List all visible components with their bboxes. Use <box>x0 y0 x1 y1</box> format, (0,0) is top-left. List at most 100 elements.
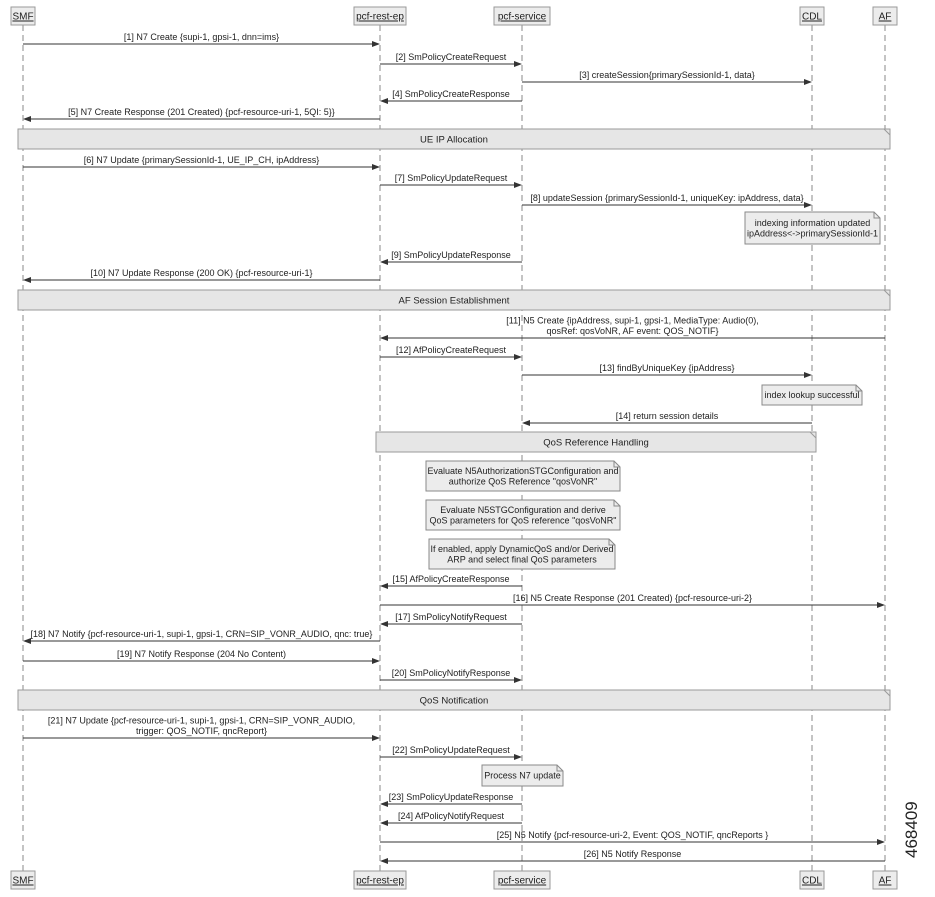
message-label: [19] N7 Notify Response (204 No Content) <box>117 649 286 659</box>
participant-label: AF <box>879 12 892 23</box>
message-14: [14] return session details <box>522 411 812 426</box>
participant-label: pcf-service <box>498 876 547 887</box>
participant-rest-bottom: pcf-rest-ep <box>353 870 407 890</box>
message-10: [10] N7 Update Response (200 OK) {pcf-re… <box>23 268 380 283</box>
message-label: [8] updateSession {primarySessionId-1, u… <box>530 193 803 203</box>
message-label: [3] createSession{primarySessionId-1, da… <box>579 70 755 80</box>
message-label: [9] SmPolicyUpdateResponse <box>391 250 511 260</box>
message-19: [19] N7 Notify Response (204 No Content) <box>23 649 380 664</box>
message-label: [1] N7 Create {supi-1, gpsi-1, dnn=ims} <box>124 32 279 42</box>
participant-label: pcf-rest-ep <box>356 12 404 23</box>
message-22: [22] SmPolicyUpdateRequest <box>380 745 522 760</box>
message-7: [7] SmPolicyUpdateRequest <box>380 173 522 188</box>
note: index lookup successful <box>761 384 863 406</box>
message-13: [13] findByUniqueKey {ipAddress} <box>522 363 812 378</box>
participant-label: CDL <box>802 876 822 887</box>
message-1: [1] N7 Create {supi-1, gpsi-1, dnn=ims} <box>23 32 380 47</box>
note-text: authorize QoS Reference "qosVoNR" <box>449 476 597 486</box>
section-divider: QoS Reference Handling <box>375 431 817 453</box>
message-9: [9] SmPolicyUpdateResponse <box>380 250 522 265</box>
message-label: [5] N7 Create Response (201 Created) {pc… <box>68 107 335 117</box>
message-18: [18] N7 Notify {pcf-resource-uri-1, supi… <box>23 629 380 644</box>
participant-af-top: AF <box>872 6 898 26</box>
section-divider: QoS Notification <box>17 689 891 711</box>
divider-label: UE IP Allocation <box>420 135 488 146</box>
participant-label: SMF <box>12 12 33 23</box>
participant-cdl-bottom: CDL <box>799 870 825 890</box>
message-label: [14] return session details <box>616 411 719 421</box>
note-text: If enabled, apply DynamicQoS and/or Deri… <box>430 544 613 554</box>
divider-label: QoS Notification <box>420 696 489 707</box>
note: indexing information updatedipAddress<->… <box>744 211 881 245</box>
note-text: Evaluate N5AuthorizationSTGConfiguration… <box>427 466 618 476</box>
note-text: Process N7 update <box>484 771 561 781</box>
message-label: [22] SmPolicyUpdateRequest <box>392 745 510 755</box>
message-label: [11] N5 Create {ipAddress, supi-1, gpsi-… <box>506 316 758 326</box>
message-label: [24] AfPolicyNotifyRequest <box>398 811 505 821</box>
note-text: indexing information updated <box>755 218 871 228</box>
participant-svc-top: pcf-service <box>493 6 551 26</box>
note: Evaluate N5AuthorizationSTGConfiguration… <box>425 460 621 492</box>
participant-label: SMF <box>12 876 33 887</box>
note: If enabled, apply DynamicQoS and/or Deri… <box>428 538 616 570</box>
message-6: [6] N7 Update {primarySessionId-1, UE_IP… <box>23 155 380 170</box>
participant-label: AF <box>879 876 892 887</box>
message-12: [12] AfPolicyCreateRequest <box>380 345 522 360</box>
divider-label: AF Session Establishment <box>399 296 510 307</box>
section-divider: UE IP Allocation <box>17 128 891 150</box>
message-label: [12] AfPolicyCreateRequest <box>396 345 507 355</box>
message-label: trigger: QOS_NOTIF, qncReport} <box>136 726 267 736</box>
message-25: [25] N5 Notify {pcf-resource-uri-2, Even… <box>380 830 885 845</box>
message-16: [16] N5 Create Response (201 Created) {p… <box>380 593 885 608</box>
note: Evaluate N5STGConfiguration and deriveQo… <box>425 499 621 531</box>
participant-label: pcf-service <box>498 12 547 23</box>
participant-smf-top: SMF <box>10 6 36 26</box>
message-label: qosRef: qosVoNR, AF event: QOS_NOTIF} <box>546 326 718 336</box>
message-label: [18] N7 Notify {pcf-resource-uri-1, supi… <box>31 629 373 639</box>
message-label: [21] N7 Update {pcf-resource-uri-1, supi… <box>48 716 355 726</box>
note-text: ipAddress<->primarySessionId-1 <box>747 228 878 238</box>
message-label: [26] N5 Notify Response <box>584 849 682 859</box>
note-text: index lookup successful <box>764 390 859 400</box>
participant-svc-bottom: pcf-service <box>493 870 551 890</box>
message-21: [21] N7 Update {pcf-resource-uri-1, supi… <box>23 716 380 741</box>
message-8: [8] updateSession {primarySessionId-1, u… <box>522 193 812 208</box>
message-label: [10] N7 Update Response (200 OK) {pcf-re… <box>90 268 312 278</box>
message-11: [11] N5 Create {ipAddress, supi-1, gpsi-… <box>380 316 885 341</box>
participant-af-bottom: AF <box>872 870 898 890</box>
message-label: [25] N5 Notify {pcf-resource-uri-2, Even… <box>497 830 769 840</box>
message-5: [5] N7 Create Response (201 Created) {pc… <box>23 107 380 122</box>
message-3: [3] createSession{primarySessionId-1, da… <box>522 70 812 85</box>
message-label: [13] findByUniqueKey {ipAddress} <box>599 363 734 373</box>
message-17: [17] SmPolicyNotifyRequest <box>380 612 522 627</box>
message-label: [17] SmPolicyNotifyRequest <box>395 612 507 622</box>
note: Process N7 update <box>481 764 564 787</box>
message-2: [2] SmPolicyCreateRequest <box>380 52 522 67</box>
participant-rest-top: pcf-rest-ep <box>353 6 407 26</box>
participant-cdl-top: CDL <box>799 6 825 26</box>
message-label: [15] AfPolicyCreateResponse <box>392 574 509 584</box>
message-24: [24] AfPolicyNotifyRequest <box>380 811 522 826</box>
participant-label: pcf-rest-ep <box>356 876 404 887</box>
message-label: [7] SmPolicyUpdateRequest <box>395 173 508 183</box>
message-20: [20] SmPolicyNotifyResponse <box>380 668 522 683</box>
message-label: [23] SmPolicyUpdateResponse <box>389 792 514 802</box>
figure-id: 468409 <box>902 801 921 858</box>
note-text: Evaluate N5STGConfiguration and derive <box>440 505 606 515</box>
message-label: [6] N7 Update {primarySessionId-1, UE_IP… <box>84 155 320 165</box>
participant-smf-bottom: SMF <box>10 870 36 890</box>
divider-label: QoS Reference Handling <box>543 438 649 449</box>
message-label: [16] N5 Create Response (201 Created) {p… <box>513 593 752 603</box>
note-text: QoS parameters for QoS reference "qosVoN… <box>430 515 617 525</box>
message-23: [23] SmPolicyUpdateResponse <box>380 792 522 807</box>
message-label: [4] SmPolicyCreateResponse <box>392 89 510 99</box>
message-4: [4] SmPolicyCreateResponse <box>380 89 522 104</box>
message-label: [2] SmPolicyCreateRequest <box>396 52 507 62</box>
participant-label: CDL <box>802 12 822 23</box>
message-26: [26] N5 Notify Response <box>380 849 885 864</box>
message-15: [15] AfPolicyCreateResponse <box>380 574 522 589</box>
note-text: ARP and select final QoS parameters <box>447 554 597 564</box>
message-label: [20] SmPolicyNotifyResponse <box>392 668 511 678</box>
section-divider: AF Session Establishment <box>17 289 891 311</box>
